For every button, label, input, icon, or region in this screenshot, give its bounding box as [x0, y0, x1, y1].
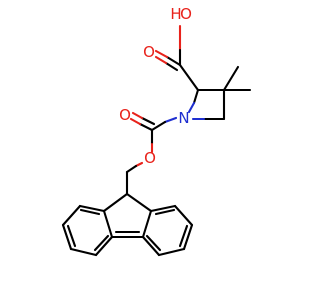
- left-ring-double-3: [93, 234, 110, 252]
- atom-label-ester-o: O: [144, 149, 156, 167]
- background: [0, 0, 300, 300]
- carboxylic-acid-group: [154, 24, 200, 92]
- atom-label-hydroxyl-h: H: [170, 5, 181, 23]
- bond-acid-c-to-ring-c: [178, 63, 200, 92]
- bond-ester-o-ch2-oxygen-half: [134, 161, 144, 168]
- atom-label-ring-n: N: [178, 109, 189, 127]
- right-ring-bond-3: [182, 223, 194, 251]
- fluorene-bond-right-junction: [141, 209, 153, 239]
- atom-label-acid-carbonyl-o: O: [143, 43, 155, 61]
- bond-c-o-double-carbon-half-a: [165, 55, 182, 67]
- fluorene-group: [61, 192, 194, 257]
- bond-carbonyl-double-b-oxygen-half: [131, 111, 144, 120]
- fluorene-bond-c9-right: [125, 192, 153, 213]
- left-ring-bond-2: [61, 204, 82, 227]
- bond-carbonyl-double-a-oxygen-half: [129, 117, 142, 126]
- right-ring-double-2: [178, 224, 189, 248]
- bond-c-o-double-carbon-half-b: [164, 61, 179, 72]
- left-ring-bond-4: [69, 247, 98, 257]
- right-ring-double-3: [145, 234, 162, 252]
- right-ring-bond-1: [149, 204, 177, 213]
- molecule-structure: H O O N O O: [0, 0, 300, 300]
- atom-labels: H O O N O O: [119, 5, 192, 167]
- carbamate-linker: [125, 111, 178, 196]
- right-ring-bond-2: [173, 204, 194, 227]
- azetidine-ring: [187, 65, 252, 121]
- left-ring-double-2: [66, 224, 77, 248]
- atom-label-hydroxyl-o: O: [180, 5, 192, 23]
- left-benzene-ring: [61, 204, 114, 257]
- fluorene-bond-c9-left: [102, 192, 129, 213]
- bond-n-carbonyl-nitrogen-half: [163, 116, 178, 124]
- fluorene-bond-left-junction: [102, 209, 114, 239]
- bond-c-o-double-oxygen-half-b: [154, 55, 168, 65]
- right-ring-bond-5: [141, 235, 161, 257]
- atom-label-carbamate-carbonyl-o: O: [119, 106, 131, 124]
- bond-c-o-double-oxygen-half-a: [154, 49, 169, 59]
- left-ring-bond-1: [78, 204, 106, 213]
- ring-bond-c2-n-nitrogen-half: [187, 101, 196, 114]
- bond-carbonyl-double-b-carbon-half: [140, 116, 156, 126]
- ring-bond-c2-n-carbon-half: [192, 88, 200, 105]
- bond-methyl-2: [222, 65, 240, 92]
- left-ring-bond-3: [61, 223, 73, 251]
- left-ring-double-1: [79, 208, 101, 216]
- right-benzene-ring: [141, 204, 194, 257]
- right-ring-bond-4: [157, 247, 186, 257]
- bond-carbonyl-double-a-carbon-half: [138, 122, 154, 132]
- bond-n-carbonyl-carbon-half: [150, 120, 167, 132]
- bond-ester-o-ch2-carbon-half: [125, 164, 138, 174]
- right-ring-double-1: [154, 208, 176, 216]
- left-ring-bond-5: [94, 235, 114, 257]
